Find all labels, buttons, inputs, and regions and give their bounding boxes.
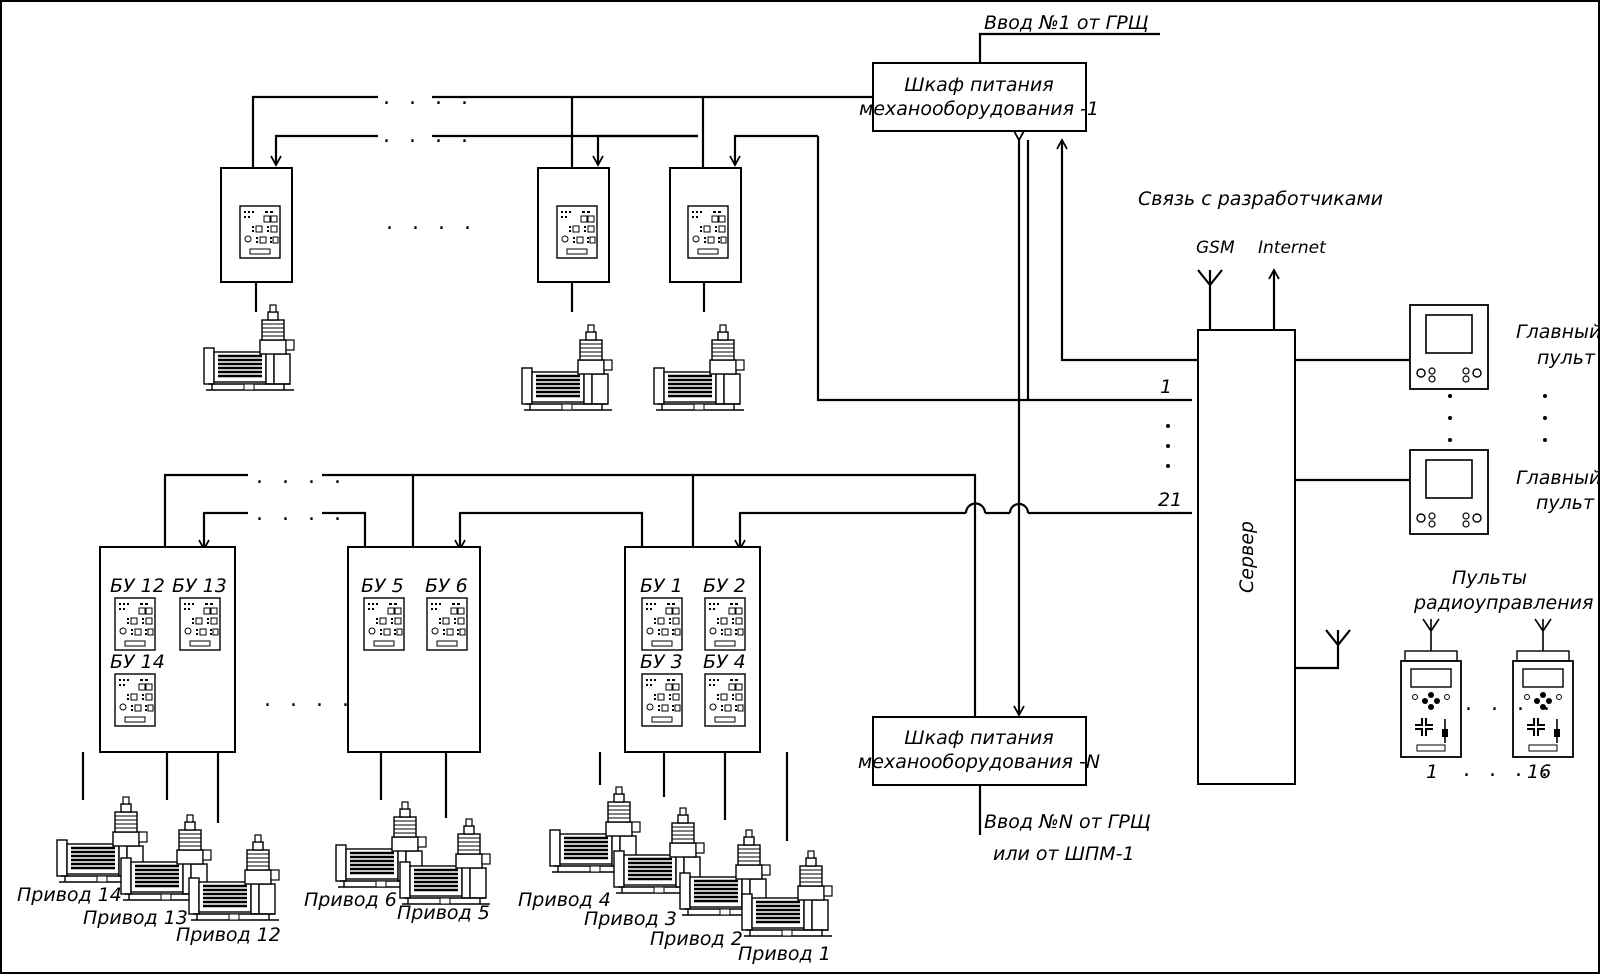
drive-cabinet-top-a: [202, 167, 296, 392]
drive-14-label: Привод 14: [17, 884, 122, 906]
top-control-bus: . . . .: [270, 123, 1192, 402]
bu-13-label: БУ 13: [172, 575, 227, 597]
remote-16-label: 16: [1527, 761, 1551, 783]
drive-6-label: Привод 6: [304, 889, 397, 911]
console-ellipsis-vertical: [1448, 394, 1547, 442]
control-unit-icon: [426, 597, 468, 651]
server-to-cabinet-1-line: [1056, 138, 1198, 362]
feed-input-n-line1: Ввод №N от ГРЩ: [984, 811, 1151, 833]
power-cabinet-n: Шкаф питания механооборудования -N: [858, 716, 1100, 786]
drive-2-label: Привод 2: [650, 928, 743, 950]
bottom-control-ellipsis: . . . .: [256, 501, 347, 526]
top-control-ellipsis: . . . .: [383, 123, 474, 148]
bu-4-label: БУ 4: [703, 651, 746, 673]
console-32-line1: Главный: [1516, 467, 1600, 489]
drive-cabinet-top-c: [652, 167, 746, 412]
radio-title-line2: радиоуправления: [1413, 592, 1593, 614]
power-cabinet-n-line1: Шкаф питания: [904, 727, 1053, 749]
bu-6-label: БУ 6: [425, 575, 468, 597]
bu-2-label: БУ 2: [703, 575, 746, 597]
main-console-32-icon: [1409, 449, 1489, 535]
power-cabinet-n-line2: механооборудования -N: [858, 751, 1100, 773]
control-unit-icon: [114, 673, 156, 727]
bottom-power-bus: . . . .: [163, 464, 977, 717]
bottom-cabinets-ellipsis: . . . .: [264, 687, 355, 712]
radio-antenna-icon: [1295, 629, 1351, 670]
power-cabinet-1-line2: механооборудования -1: [859, 98, 1099, 120]
drive-5-label: Привод 5: [397, 902, 490, 924]
internet-label: Internet: [1258, 238, 1327, 258]
line-1-label: 1: [1160, 376, 1172, 398]
remote-label-ellipsis: . . . .: [1463, 757, 1554, 782]
comms-title: Связь с разработчиками: [1138, 188, 1383, 210]
bottom-control-bus: . . . .: [198, 501, 1192, 551]
control-unit-icon: [363, 597, 405, 651]
control-unit-icon: [641, 673, 683, 727]
bu-1-label: БУ 1: [640, 575, 683, 597]
feed-input-n: Ввод №N от ГРЩ или от ШПМ-1: [978, 785, 1151, 865]
control-unit-icon: [641, 597, 683, 651]
drive-cabinet-top-b: [520, 167, 614, 412]
console-1-line1: Главный: [1516, 321, 1600, 343]
bu-12-label: БУ 12: [110, 575, 165, 597]
power-cabinet-1-line1: Шкаф питания: [904, 74, 1053, 96]
line-ellipsis-vertical: [1166, 424, 1170, 468]
drive-13-label: Привод 13: [83, 907, 188, 929]
main-console-1-icon: [1409, 304, 1489, 390]
gsm-antenna-icon: [1197, 269, 1223, 330]
control-unit-icon: [114, 597, 156, 651]
console-1-line2: пульт 1: [1537, 347, 1600, 369]
bu-3-label: БУ 3: [640, 651, 683, 673]
feed-input-1: Ввод №1 от ГРЩ: [978, 12, 1160, 63]
server-label: Сервер: [1236, 521, 1258, 593]
winch-drive-icon: [202, 303, 296, 392]
radio-title-line1: Пульты: [1452, 567, 1527, 589]
control-unit-icon: [239, 205, 281, 259]
bu-14-label: БУ 14: [110, 651, 165, 673]
winch-drive-icon: [652, 323, 746, 412]
control-unit-icon: [556, 205, 598, 259]
gsm-label: GSM: [1196, 238, 1235, 258]
remote-ellipsis: . . . .: [1465, 691, 1556, 716]
control-unit-icon: [704, 673, 746, 727]
feed-input-1-label: Ввод №1 от ГРЩ: [984, 12, 1149, 34]
top-bus-ellipsis: . . . .: [383, 85, 474, 110]
control-unit-icon: [687, 205, 729, 259]
remote-1-label: 1: [1426, 761, 1438, 783]
radio-remote-1-icon: [1401, 619, 1461, 757]
bottom-bus-ellipsis: . . . .: [256, 464, 347, 489]
drive-3-label: Привод 3: [584, 908, 677, 930]
power-cabinet-1: Шкаф питания механооборудования -1: [859, 62, 1099, 132]
control-unit-icon: [704, 597, 746, 651]
winch-drive-icon: [520, 323, 614, 412]
server: Сервер: [1197, 329, 1296, 785]
top-power-bus: . . . .: [251, 85, 873, 167]
radio-remote-16-icon: [1513, 619, 1573, 757]
drive-1-label: Привод 1: [738, 943, 831, 965]
control-cabinet-bu5-6: БУ 5 БУ 6: [347, 546, 481, 818]
control-cabinet-bu12-14: БУ 12 БУ 13 БУ 14: [81, 546, 236, 823]
control-cabinet-bu1-4: БУ 1 БУ 2 БУ 3 БУ 4: [598, 546, 789, 841]
drive-4-label: Привод 4: [518, 889, 611, 911]
console-32-line2: пульт 32: [1536, 492, 1600, 514]
top-cabinets-ellipsis: . . . .: [386, 210, 477, 235]
bu-5-label: БУ 5: [361, 575, 404, 597]
feed-input-n-line2: или от ШПМ-1: [993, 843, 1135, 865]
control-unit-icon: [179, 597, 221, 651]
line-21-label: 21: [1158, 489, 1182, 511]
drive-12-label: Привод 12: [176, 924, 281, 946]
